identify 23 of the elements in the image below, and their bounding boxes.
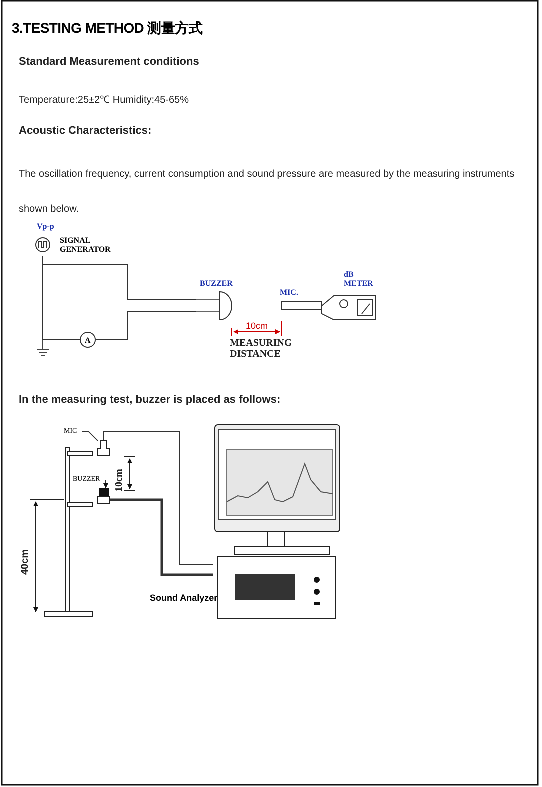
wire [42,256,80,340]
leader-line [82,432,98,442]
cable [110,498,213,576]
subheading: Standard Measurement conditions [19,56,200,68]
subheading: Acoustic Characteristics: [19,125,152,137]
wire [96,312,196,340]
component-label: SIGNAL GENERATOR [60,236,110,254]
component-label: MIC. [280,288,298,297]
device-label: Sound Analyzer [150,593,218,603]
voltage-label: Vp-p [37,222,54,231]
conditions-text: Temperature:25±2℃ Humidity:45-65% [19,94,190,106]
ammeter-letter: A [85,336,91,345]
section-title: 3.TESTING METHOD 测量方式 [12,20,202,38]
dimension-caption: MEASURING DISTANCE [230,338,290,360]
dimension-label: 10cm [114,469,125,492]
dimension-label: 40cm [20,549,31,575]
dimension-label: 10cm [246,321,268,331]
subheading: In the measuring test, buzzer is placed as follows: [19,394,281,406]
leader-line [104,480,108,488]
component-label: BUZZER [200,279,233,288]
component-label: dB METER [344,270,374,288]
cable [104,432,214,566]
description-text: The oscillation frequency, current consumption and sound pressure are measured by the measuring instruments shown below. [19,168,516,217]
